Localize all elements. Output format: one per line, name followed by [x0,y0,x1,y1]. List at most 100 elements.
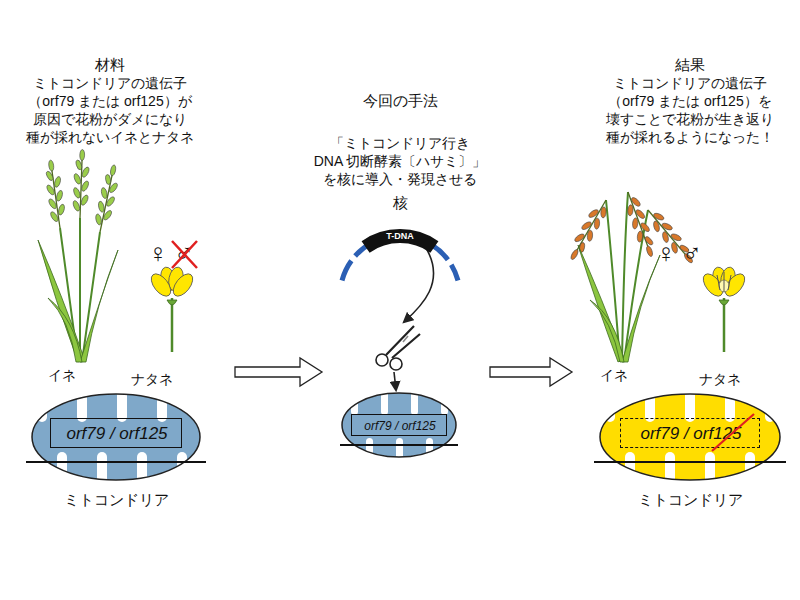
crista [97,452,107,492]
panel-heading: 結果 [570,56,800,74]
rice-plant [92,163,123,234]
mitochondrion [351,385,358,415]
text-line: （orf79 または orf125）を [570,92,800,110]
panel-heading: 材料 [0,56,230,74]
text-line: ミトコンドリアの遺伝子 [0,74,230,92]
female-symbol: ♀ [651,238,681,268]
rapeseed-flower [147,266,196,352]
gene-box: orf79 / orf125 [351,414,447,436]
scissors [376,326,420,370]
rapeseed-flower [699,266,748,352]
crista [665,452,675,492]
flow-arrow [394,372,396,390]
membrane-line [26,445,786,462]
mitochondrion-outline [600,394,780,480]
rapeseed-flower [147,266,196,352]
rice-plant [564,189,698,362]
plant-label: ナタネ [112,370,192,388]
crista [645,382,655,422]
female-symbol: ♀ [143,238,173,268]
rice-plant [80,250,118,362]
scissors [403,336,408,342]
crista [177,452,187,492]
rapeseed-flower [699,266,748,352]
mitochondrion-outline [32,394,200,480]
crista [625,452,635,492]
nucleus: 核T-DNA [335,215,465,290]
rice-plant [578,245,624,362]
flow-arrow [404,248,434,322]
mitochondrion-body [32,394,200,480]
panel-heading: 今回の手法 [280,92,520,110]
mitochondrion: ミトコンドリアorf79 / orf125 [30,392,202,482]
rapeseed-flower [717,272,731,292]
crista [117,382,127,422]
crista [685,382,695,422]
text-line: ミトコンドリアの遺伝子 [570,74,800,92]
rice-plant [71,149,91,218]
panel-description: ミトコンドリアの遺伝子 （orf79 または orf125）を 壊すことで花粉が… [570,74,800,146]
plant-label: ナタネ [680,370,760,388]
crista [725,382,735,422]
text-line: 種が採れないイネとナタネ [0,128,230,146]
nucleus-shape [335,215,465,290]
panel-description: 「ミトコンドリア行き DNA 切断酵素〔ハサミ〕」 を核に導入・発現させる [280,134,520,188]
cristae [605,382,775,492]
male-symbol: ♂ [677,238,707,268]
t-dna-label: T-DNA [377,229,423,243]
mitochondrion [381,385,388,415]
mitochondrion-label: ミトコンドリア [0,490,242,510]
rice-plant [60,218,100,362]
text-line: （orf79 または orf125）が [0,92,230,110]
scissors [390,358,402,370]
text-line: 種が採れるようになった！ [570,128,800,146]
crista [765,382,775,422]
gene-label: orf79 / orf125 [621,419,761,449]
process-arrow [235,358,322,386]
text-line: 「ミトコンドリア行き [280,134,520,152]
crista [605,382,615,422]
rice-plant [42,159,69,229]
mitochondrion: ミトコンドリアorf79 / orf125 [598,392,782,482]
rice-plant [38,149,123,362]
crista [77,382,87,422]
process-arrow [490,358,572,386]
mitochondrion [351,385,448,468]
panel-description: ミトコンドリアの遺伝子 （orf79 または orf125）が 原因で花粉がダメ… [0,74,230,146]
mitochondrion [342,385,456,468]
gene-box: orf79 / orf125 [620,418,760,448]
nuclear-envelope [342,236,458,281]
rice-plant [590,300,624,362]
mitochondrion [396,438,403,468]
mitochondrion [411,385,418,415]
gene-label: orf79 / orf125 [352,415,448,437]
scissors [376,354,388,366]
crista [137,452,147,492]
cristae [37,382,187,492]
text-line: DNA 切断酵素〔ハサミ〕」 [280,152,520,170]
t-dna-band: T-DNA [377,229,423,243]
crista [745,452,755,492]
rice-plant [48,298,82,362]
plant-label: イネ [22,366,102,384]
mitochondrion [441,385,448,415]
mitochondrion-label: ミトコンドリア [558,490,800,510]
text-line: を核に導入・発現させる [280,170,520,188]
plant-label: イネ [574,366,654,384]
crista [705,452,715,492]
scissors [386,326,420,358]
male-symbol: ♂ [169,238,199,268]
rice-plant [564,196,613,264]
text-line: 原因で花粉がダメになり [0,110,230,128]
strike-mark [712,414,754,451]
text-line: 壊すことで花粉が生き返り [570,110,800,128]
strike-mark [172,241,197,268]
nucleus-label: 核 [295,193,505,213]
gene-label: orf79 / orf125 [51,419,183,449]
mitochondrion [342,393,456,457]
rice-plant [38,240,84,362]
gene-box: orf79 / orf125 [50,418,182,448]
rice-plant [622,255,660,362]
